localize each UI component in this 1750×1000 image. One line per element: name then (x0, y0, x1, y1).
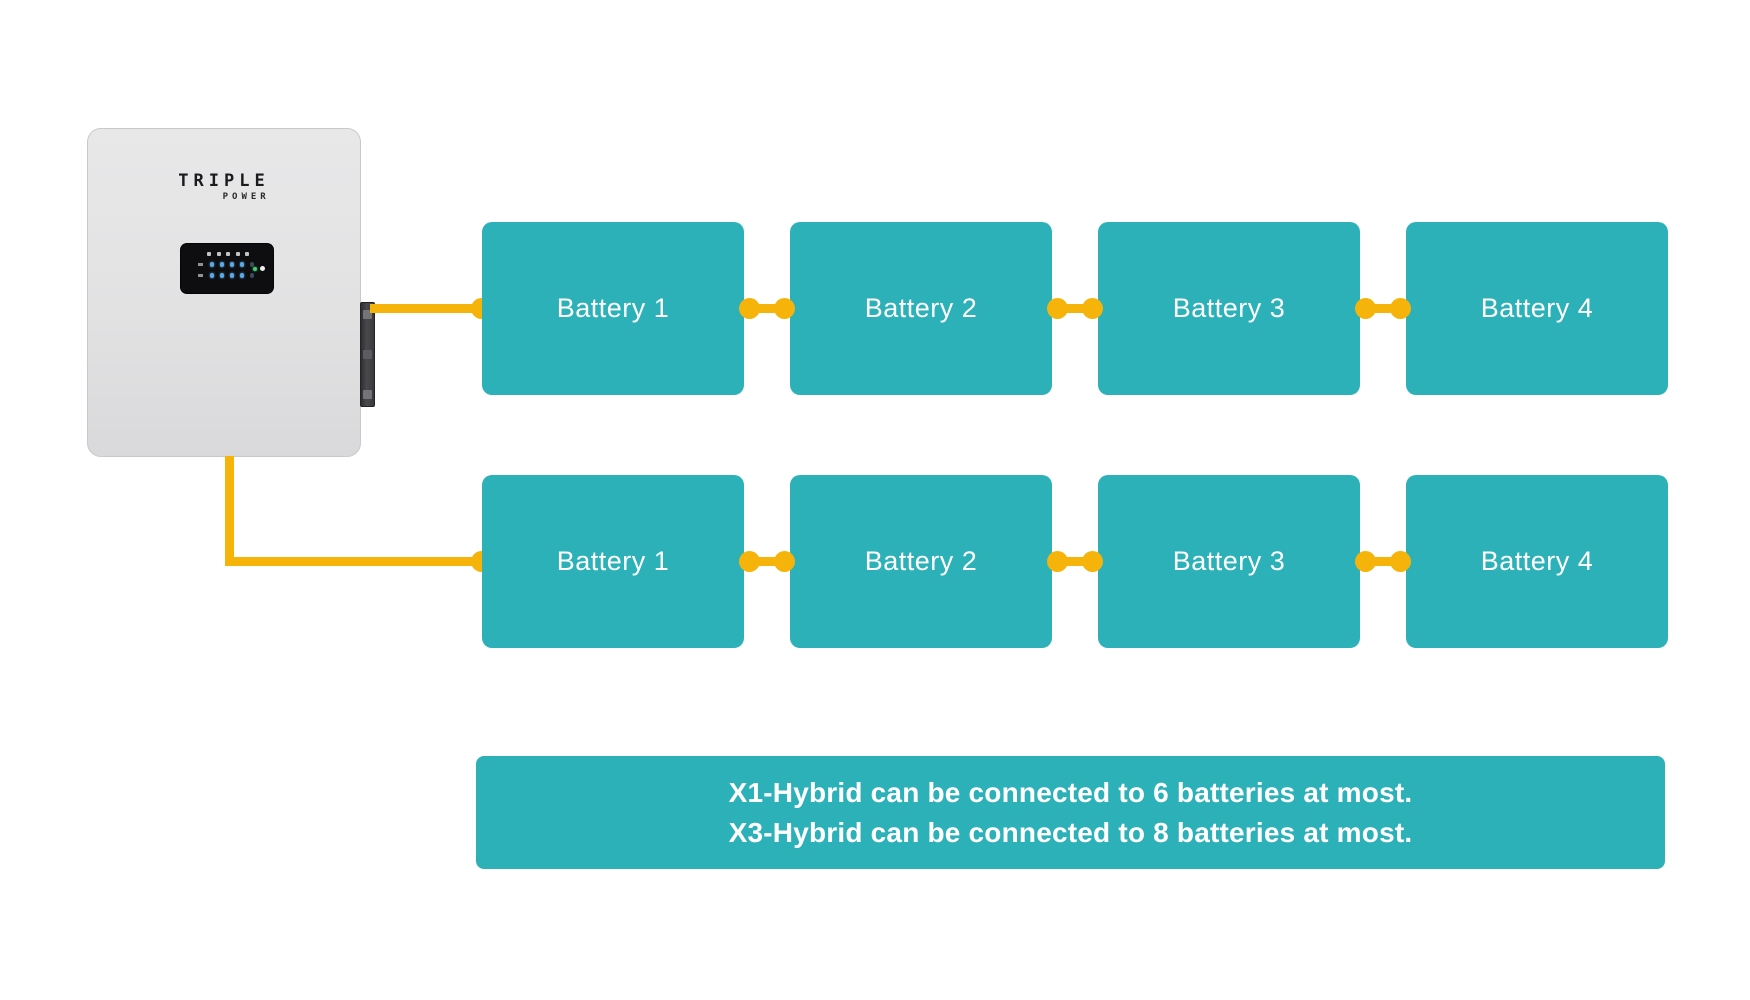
led-dot (219, 273, 224, 278)
battery-box: Battery 4 (1406, 475, 1668, 648)
battery-box: Battery 1 (482, 222, 744, 395)
indicator-icon (216, 252, 221, 256)
battery-label: Battery 2 (864, 293, 978, 323)
led-dot (209, 262, 214, 267)
wire-bottom-horizontal (225, 557, 482, 566)
indicator-icon (226, 252, 230, 256)
led-row (198, 262, 254, 267)
indicator-icon (207, 252, 211, 256)
battery-label: Battery 3 (1172, 293, 1286, 323)
battery-label: Battery 2 (864, 546, 978, 576)
led-row-label (198, 273, 203, 277)
battery-link (739, 551, 795, 572)
note-line-1: X1-Hybrid can be connected to 6 batterie… (728, 776, 1413, 808)
led-dot (239, 273, 244, 278)
brand-name-triple: TRIPLE (178, 171, 270, 191)
battery-box: Battery 2 (790, 475, 1052, 648)
led-dot (229, 262, 234, 267)
battery-link (1047, 551, 1103, 572)
green-led-icon (253, 266, 257, 271)
wire-top-row (370, 304, 482, 313)
wire-bottom-vertical (225, 456, 234, 566)
note-line-2: X3-Hybrid can be connected to 8 batterie… (728, 816, 1413, 848)
battery-box: Battery 3 (1098, 222, 1360, 395)
note-banner: X1-Hybrid can be connected to 6 batterie… (476, 756, 1665, 869)
status-icons-row (207, 252, 249, 256)
inverter-unit: TRIPLE POWER (87, 128, 361, 457)
battery-link (1355, 298, 1411, 319)
led-display-panel (181, 244, 273, 293)
led-dot (249, 273, 254, 278)
led-dot (209, 273, 214, 278)
brand-logo: TRIPLE POWER (178, 171, 269, 202)
brand-name-power: POWER (222, 192, 270, 202)
led-dot (239, 262, 244, 267)
indicator-icon (245, 252, 249, 256)
white-led-icon (260, 266, 265, 271)
status-leds (253, 266, 265, 271)
battery-label: Battery 1 (556, 293, 670, 323)
battery-port-connector (360, 302, 375, 407)
led-dot (249, 262, 254, 267)
battery-box: Battery 2 (790, 222, 1052, 395)
led-dot (229, 273, 234, 278)
battery-link (1047, 298, 1103, 319)
battery-box: Battery 3 (1098, 475, 1360, 648)
battery-label: Battery 1 (556, 546, 670, 576)
battery-label: Battery 4 (1480, 546, 1594, 576)
indicator-icon (235, 252, 240, 256)
battery-link (1355, 551, 1411, 572)
led-row-label (198, 262, 203, 266)
battery-label: Battery 4 (1480, 293, 1594, 323)
battery-link (739, 298, 795, 319)
led-dot (219, 262, 224, 267)
battery-box: Battery 4 (1406, 222, 1668, 395)
battery-label: Battery 3 (1172, 546, 1286, 576)
led-row (198, 273, 254, 278)
battery-box: Battery 1 (482, 475, 744, 648)
